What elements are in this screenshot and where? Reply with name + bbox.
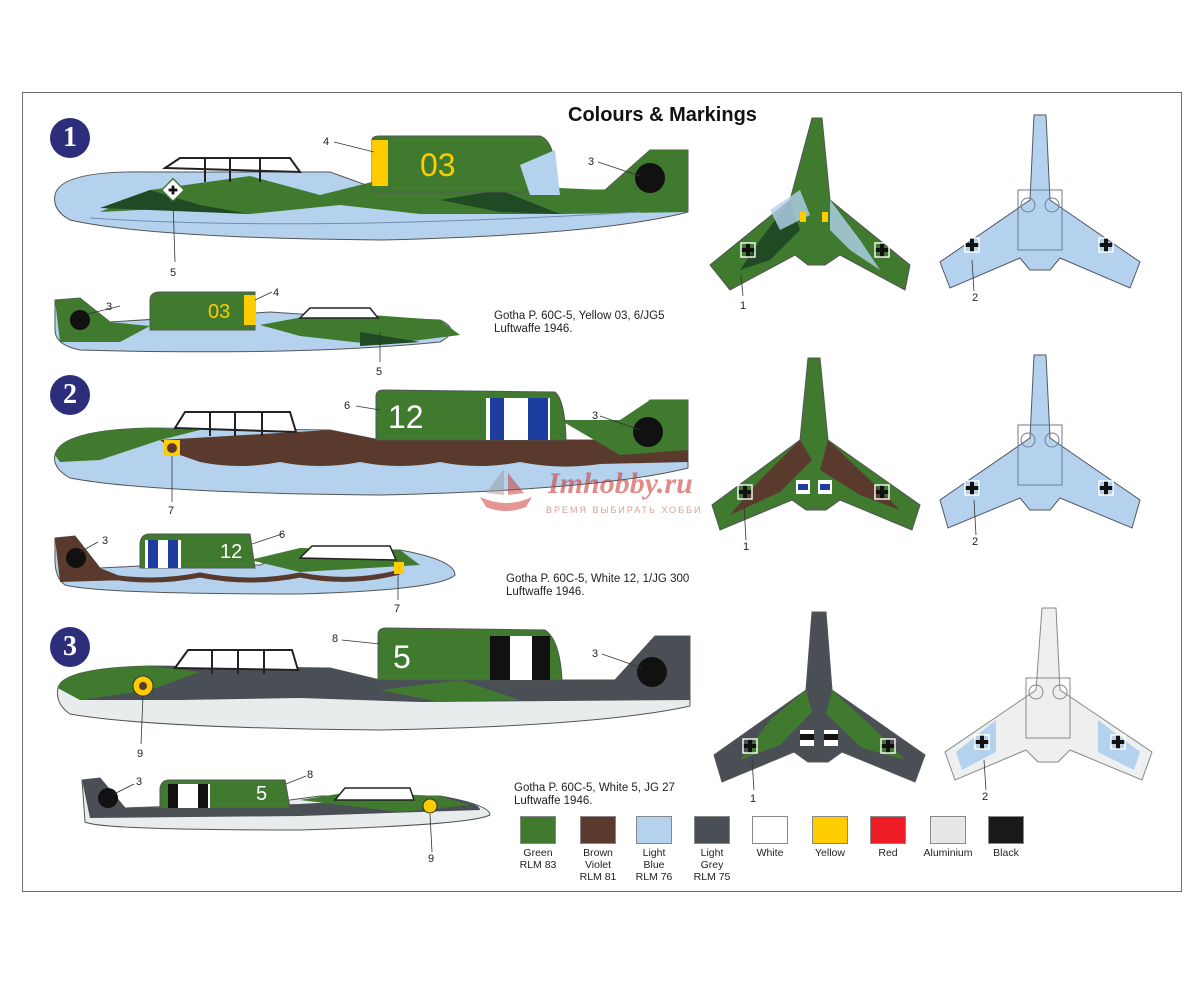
swatch-brown-line2: Violet	[584, 859, 612, 871]
scheme-2-badge: 2	[50, 375, 90, 415]
swatch-lblue-line1: Light	[642, 847, 666, 859]
scheme-3-right-profile	[81, 777, 491, 831]
swatch-green: Green RLM 83	[512, 816, 564, 871]
watermark: Imhobby.ru ВРЕМЯ ВЫБИРАТЬ ХОББИ	[474, 463, 724, 523]
scheme-1-right-side-code: 03	[208, 301, 230, 323]
scheme-2-right-side-code: 12	[220, 541, 242, 563]
scheme-3-right-side-code: 5	[256, 783, 267, 805]
scheme-2-underside-view	[939, 354, 1141, 529]
scheme-2-caption: Gotha P. 60C-5, White 12, 1/JG 300 Luftw…	[506, 573, 689, 599]
scheme-1-caption-line1: Gotha P. 60C-5, Yellow 03, 6/JG5	[494, 310, 665, 322]
scheme-1-caption: Gotha P. 60C-5, Yellow 03, 6/JG5 Luftwaf…	[494, 310, 664, 336]
scheme-3-left-profile	[57, 627, 691, 731]
scheme-3-side-code: 5	[393, 639, 411, 675]
callout-2h: 2	[972, 536, 978, 548]
scheme-3-top-view	[713, 611, 926, 783]
swatch-light-grey: Light Grey RLM 75	[686, 816, 738, 883]
swatch-lgrey-line3: RLM 75	[693, 871, 731, 883]
scheme-1-left-profile	[54, 135, 689, 241]
swatch-yellow-line1: Yellow	[815, 847, 845, 859]
swatch-brown-violet: Brown Violet RLM 81	[572, 816, 624, 883]
callout-3h: 2	[982, 791, 988, 803]
scheme-3-badge: 3	[50, 627, 90, 667]
scheme-1-underside-view	[939, 114, 1141, 289]
callout-1h: 2	[972, 292, 978, 304]
swatch-red: Red	[862, 816, 914, 859]
sheet-title: Colours & Markings	[568, 104, 757, 126]
swatch-green-line1: Green	[523, 847, 553, 859]
watermark-slogan: ВРЕМЯ ВЫБИРАТЬ ХОББИ	[546, 505, 703, 515]
swatch-red-chip	[870, 816, 906, 844]
scheme-3-caption: Gotha P. 60C-5, White 5, JG 27 Luftwaffe…	[514, 782, 675, 808]
scheme-3-caption-line1: Gotha P. 60C-5, White 5, JG 27	[514, 782, 675, 794]
swatch-lblue-line3: RLM 76	[635, 871, 673, 883]
swatch-white-line1: White	[756, 847, 784, 859]
callout-2a: 6	[344, 400, 350, 412]
scheme-2-side-code: 12	[388, 399, 424, 435]
callout-3d: 3	[136, 776, 142, 788]
callout-1b: 3	[588, 156, 594, 168]
scheme-1-side-code: 03	[420, 147, 456, 183]
callout-1e: 4	[273, 287, 279, 299]
swatch-yellow-chip	[812, 816, 848, 844]
callout-3g: 1	[750, 793, 756, 805]
scheme-3-caption-line2: Luftwaffe 1946.	[514, 795, 593, 807]
scheme-2-right-profile	[54, 533, 456, 595]
callout-1g: 1	[740, 300, 746, 312]
callout-1c: 5	[170, 267, 176, 279]
swatch-black-chip	[988, 816, 1024, 844]
callout-1d: 3	[106, 301, 112, 313]
swatch-black-line1: Black	[993, 847, 1019, 859]
swatch-lgrey-line1: Light	[700, 847, 724, 859]
swatch-aluminium-line1: Aluminium	[923, 847, 973, 859]
scheme-2-caption-line2: Luftwaffe 1946.	[506, 586, 585, 598]
callout-3f: 9	[428, 853, 434, 865]
swatch-yellow: Yellow	[804, 816, 856, 859]
swatch-red-line1: Red	[878, 847, 898, 859]
scheme-1-top-view	[709, 117, 911, 291]
scheme-1-caption-line2: Luftwaffe 1946.	[494, 323, 573, 335]
scheme-2-left-profile	[54, 389, 689, 496]
callout-1a: 4	[323, 136, 329, 148]
swatch-light-blue-chip	[636, 816, 672, 844]
scheme-2-top-view	[711, 357, 921, 531]
swatch-brown-line1: Brown	[583, 847, 613, 859]
scheme-1-right-profile	[54, 291, 460, 353]
callout-2c: 7	[168, 505, 174, 517]
swatch-light-grey-chip	[694, 816, 730, 844]
callout-3a: 8	[332, 633, 338, 645]
swatch-brown-violet-chip	[580, 816, 616, 844]
callout-2g: 1	[743, 541, 749, 553]
callout-3e: 8	[307, 769, 313, 781]
swatch-brown-line3: RLM 81	[579, 871, 617, 883]
swatch-light-blue: Light Blue RLM 76	[628, 816, 680, 883]
swatch-aluminium: Aluminium	[922, 816, 974, 859]
scheme-1-badge: 1	[50, 118, 90, 158]
swatch-black: Black	[980, 816, 1032, 859]
callout-2e: 6	[279, 529, 285, 541]
swatch-green-chip	[520, 816, 556, 844]
callout-2f: 7	[394, 603, 400, 615]
callout-2b: 3	[592, 410, 598, 422]
swatch-aluminium-chip	[930, 816, 966, 844]
scheme-3-underside-view	[944, 607, 1153, 781]
swatch-white-chip	[752, 816, 788, 844]
callout-1f: 5	[376, 366, 382, 378]
watermark-logo-icon	[480, 469, 532, 511]
swatch-white: White	[744, 816, 796, 859]
watermark-name: Imhobby.ru	[548, 467, 693, 500]
callout-2d: 3	[102, 535, 108, 547]
swatch-green-line2: RLM 83	[519, 859, 557, 871]
callout-3b: 3	[592, 648, 598, 660]
callout-3c: 9	[137, 748, 143, 760]
scheme-2-caption-line1: Gotha P. 60C-5, White 12, 1/JG 300	[506, 573, 690, 585]
swatch-lgrey-line2: Grey	[700, 859, 724, 871]
swatch-lblue-line2: Blue	[643, 859, 665, 871]
